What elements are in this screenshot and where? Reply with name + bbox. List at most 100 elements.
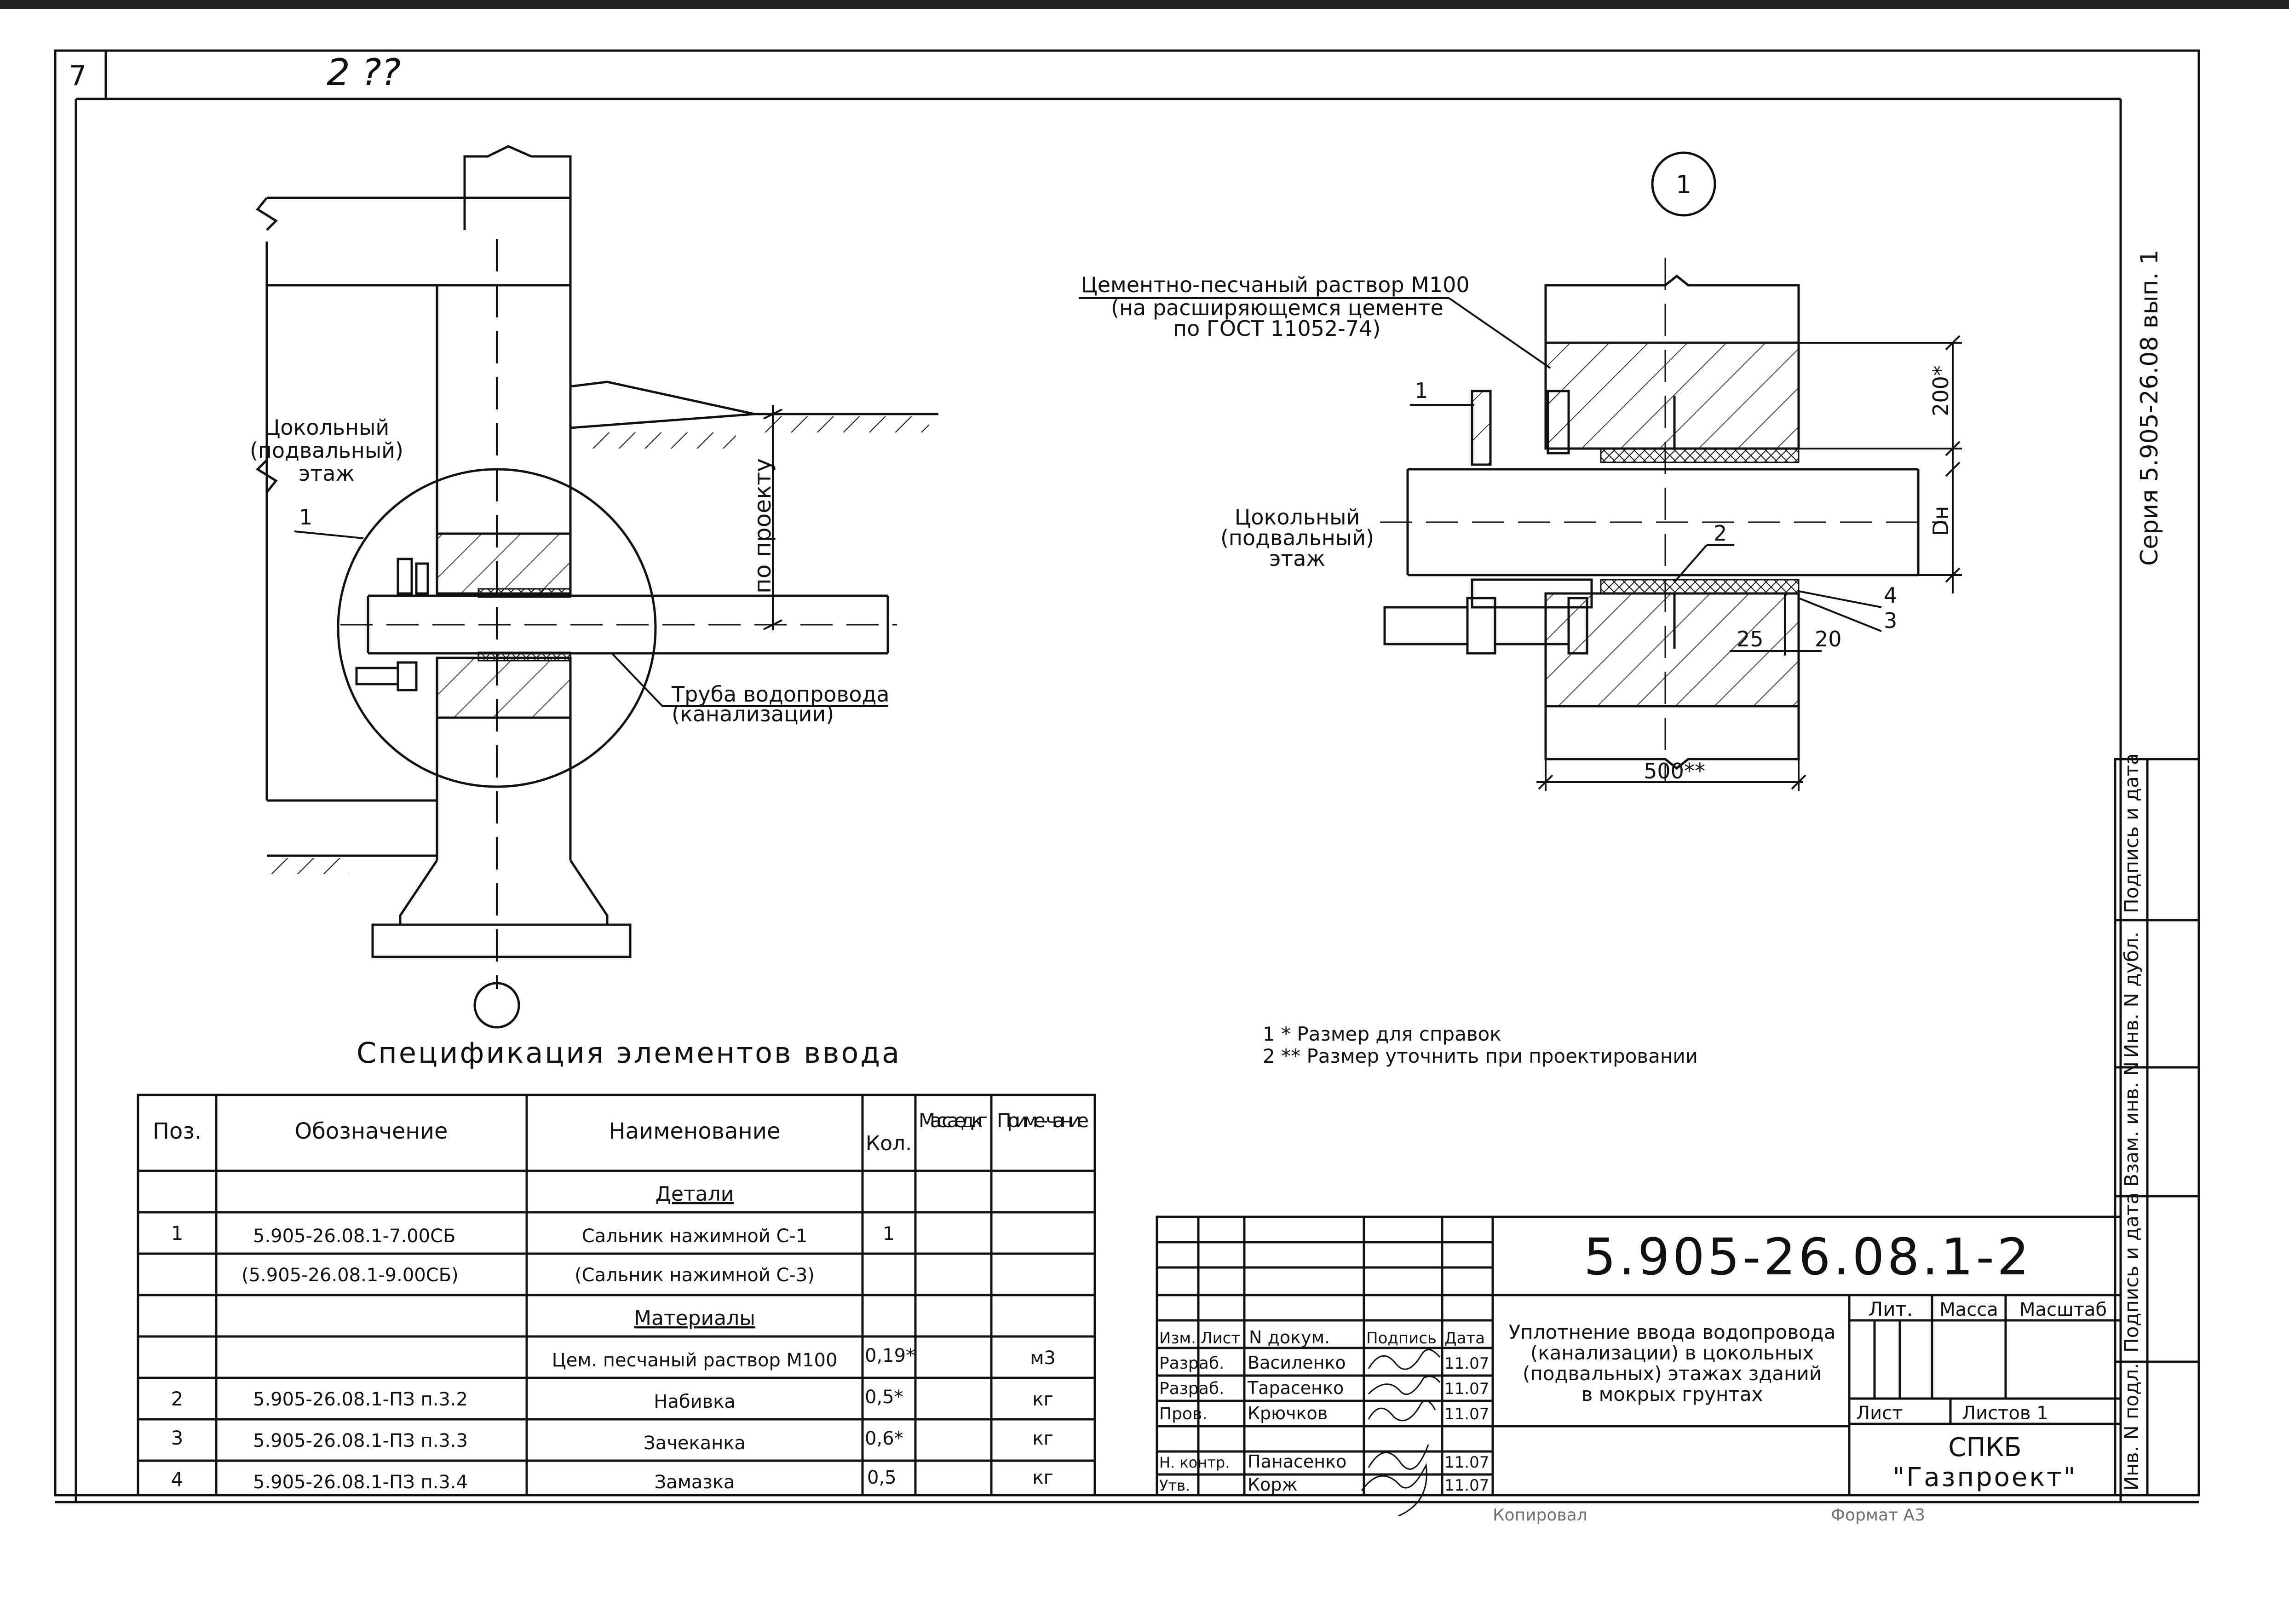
detail-1: 1 <box>1079 151 1962 791</box>
series-label: Серия 5.905-26.08 вып. 1 <box>2136 249 2163 566</box>
col-pos: Поз. <box>153 1118 201 1144</box>
row-1-code: 5.905-26.08.1-7.00СБ <box>253 1226 456 1247</box>
role-4: Н. контр. <box>1159 1454 1230 1471</box>
org-line-2: "Газпроект" <box>1892 1463 2077 1492</box>
spec-table: Поз. Обозначение Наименование Кол. Масса… <box>137 1094 1096 1497</box>
role-5-name: Корж <box>1248 1474 1298 1495</box>
col-mass: Масса ед., кг <box>919 1109 988 1132</box>
role-3: Пров. <box>1159 1405 1208 1423</box>
row-4-pos: 2 <box>171 1388 184 1410</box>
dim-dn: Dн <box>1928 506 1953 536</box>
row-1-qty: 1 <box>883 1223 894 1244</box>
axis-marker <box>473 982 520 1029</box>
role-1: Разраб. <box>1159 1354 1224 1373</box>
row-6-name: Замазка <box>655 1472 735 1493</box>
row-3-qty: 0,19* <box>865 1345 915 1366</box>
leader-label-1: 1 <box>299 505 312 530</box>
mortar-label-line-1: Цементно-песчаный раствор М100 <box>1081 272 1470 297</box>
side-stamp: Инв. N подл. Подпись и дата Взам. инв. N… <box>2114 753 2200 1497</box>
mortar-label-line-2: (на расширяющемся цементе <box>1111 295 1444 320</box>
note-2: 2 ** Размер уточнить при проектировании <box>1263 1045 1698 1067</box>
role-5-date: 11.07 <box>1444 1476 1489 1495</box>
dimension-po-proektu: по проекту <box>749 458 776 593</box>
dim-200: 200* <box>1928 365 1953 416</box>
masshtab-label: Масштаб <box>2019 1299 2107 1320</box>
row-5-code: 5.905-26.08.1-ПЗ п.3.3 <box>253 1430 468 1451</box>
detail-floor-label-2: (подвальный) <box>1220 525 1374 550</box>
row-5-pos: 3 <box>171 1427 184 1449</box>
sheets-label: Листов 1 <box>1962 1403 2048 1424</box>
sheet-label: Лист <box>1856 1403 1903 1424</box>
role-2: Разраб. <box>1159 1379 1224 1398</box>
detail-number: 1 <box>1676 170 1691 199</box>
dim-20: 20 <box>1815 627 1842 651</box>
mortar-label-line-3: по ГОСТ 11052-74) <box>1173 316 1380 341</box>
role-2-date: 11.07 <box>1444 1380 1489 1398</box>
stamp-podpis-2: Подпись и дата <box>2120 753 2143 913</box>
stamp-vzam-inv: Взам. инв. N <box>2120 1061 2143 1187</box>
col-name: Наименование <box>609 1118 780 1144</box>
section-materials: Материалы <box>634 1307 755 1330</box>
detail-circle <box>337 468 657 788</box>
row-5-name: Зачеканка <box>644 1433 746 1454</box>
col-code: Обозначение <box>294 1118 448 1144</box>
hdr-date: Дата <box>1444 1329 1485 1348</box>
row-1-name: Сальник нажимной С-1 <box>582 1226 808 1247</box>
row-6-note: кг <box>1032 1467 1053 1488</box>
detail-pos-3: 3 <box>1884 608 1897 633</box>
row-5-qty: 0,6* <box>865 1428 903 1449</box>
description-line-2: (канализации) в цокольных <box>1530 1342 1814 1364</box>
row-3-name: Цем. песчаный раствор М100 <box>552 1350 838 1371</box>
role-2-name: Тарасенко <box>1247 1378 1344 1398</box>
massa-label: Масса <box>1939 1299 1998 1320</box>
role-4-name: Панасенко <box>1248 1451 1346 1472</box>
row-4-qty: 0,5* <box>865 1387 903 1408</box>
role-3-date: 11.07 <box>1444 1405 1489 1423</box>
hdr-sign: Подпись <box>1366 1329 1437 1348</box>
row-6-code: 5.905-26.08.1-ПЗ п.3.4 <box>253 1472 468 1493</box>
hdr-izm: Изм. <box>1159 1329 1196 1348</box>
hdr-ndoc: N докум. <box>1249 1327 1330 1348</box>
row-5-note: кг <box>1032 1428 1053 1449</box>
description-line-3: (подвальных) этажах зданий <box>1523 1362 1822 1385</box>
row-4-note: кг <box>1032 1389 1053 1410</box>
format-label: Формат A3 <box>1831 1506 1925 1525</box>
row-4-code: 5.905-26.08.1-ПЗ п.3.2 <box>253 1389 468 1410</box>
detail-floor-label-1: Цокольный <box>1235 505 1360 530</box>
role-5: Утв. <box>1159 1477 1190 1494</box>
dim-500: 500** <box>1644 759 1705 783</box>
corner-number: 7 <box>69 60 86 92</box>
detail-pos-4: 4 <box>1884 583 1897 608</box>
note-1: 1 * Размер для справок <box>1263 1023 1501 1045</box>
stamp-podpis-1: Подпись и дата <box>2120 1192 2143 1353</box>
row-3-note: м3 <box>1030 1348 1056 1369</box>
section-details: Детали <box>656 1182 734 1206</box>
org-line-1: СПКБ <box>1948 1433 2021 1463</box>
row-1-pos: 1 <box>171 1222 184 1244</box>
stamp-inv-dubl: Инв. N дубл. <box>2120 932 2143 1058</box>
lit-label: Лит. <box>1869 1298 1913 1320</box>
row-2-name: (Сальник нажимной С-3) <box>575 1265 815 1286</box>
floor-label-line-2: (подвальный) <box>250 438 403 463</box>
title-block: 5.905-26.08.1-2 Уплотнение ввода водопро… <box>1156 1215 2122 1517</box>
role-1-name: Василенко <box>1248 1353 1346 1373</box>
copied-label: Копировал <box>1493 1506 1587 1525</box>
detail-pos-2: 2 <box>1714 521 1727 546</box>
floor-label-line-3: этаж <box>299 461 355 486</box>
role-3-name: Крючков <box>1248 1403 1328 1423</box>
left-wall-section: по проекту Цокольный (подвальный) этаж 1… <box>250 145 938 1029</box>
col-note: Приме- чание <box>997 1109 1089 1132</box>
doc-number: 5.905-26.08.1-2 <box>1584 1227 2032 1286</box>
handwritten-note: 2 ?? <box>327 51 401 94</box>
row-6-pos: 4 <box>171 1468 184 1491</box>
row-4-name: Набивка <box>654 1391 736 1412</box>
detail-floor-label-3: этаж <box>1269 546 1325 571</box>
description-line-1: Уплотнение ввода водопровода <box>1509 1321 1836 1343</box>
signature-marks <box>1361 1349 1441 1517</box>
spec-title: Спецификация элементов ввода <box>357 1036 901 1070</box>
role-4-date: 11.07 <box>1444 1453 1489 1472</box>
description-line-4: в мокрых грунтах <box>1582 1383 1763 1405</box>
row-2-code: (5.905-26.08.1-9.00СБ) <box>242 1265 459 1286</box>
pipe-label-line-1: Труба водопровода <box>671 682 890 707</box>
hdr-list: Лист <box>1201 1329 1240 1348</box>
